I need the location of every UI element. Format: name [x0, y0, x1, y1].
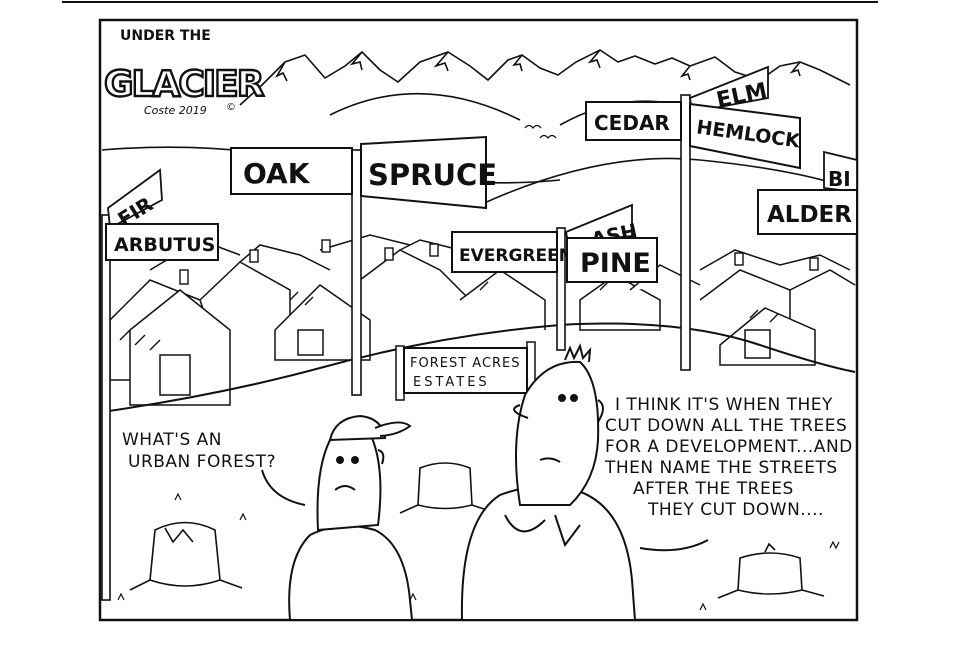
stump-middle — [417, 462, 473, 510]
signpost-left-pole — [101, 214, 111, 601]
stump-right — [737, 552, 803, 595]
signpost-cedar-hemlock-pole — [680, 94, 691, 371]
estate-sign-line1: FOREST ACRES — [410, 356, 521, 371]
sign-pine-text: PINE — [580, 248, 651, 279]
character-right — [460, 343, 637, 621]
sign-alder — [757, 189, 858, 235]
estate-sign-line2: ESTATES — [413, 375, 490, 390]
sign-spruce-text: SPRUCE — [368, 158, 497, 192]
grass-tufts — [117, 492, 840, 611]
dialogue-right-line4: THEN NAME THE STREETS — [604, 458, 838, 478]
tree-stumps — [129, 462, 825, 599]
masthead-title-main: GLACIER — [104, 64, 264, 105]
sign-evergreen-text: EVERGREEN — [459, 246, 573, 266]
sign-evergreen — [451, 231, 558, 273]
sign-cedar-text: CEDAR — [594, 111, 670, 135]
dialogue-right-line2: CUT DOWN ALL THE TREES — [605, 416, 847, 436]
rooftop-details — [119, 239, 819, 351]
birds — [524, 124, 557, 139]
masthead-title-top: UNDER THE — [120, 28, 211, 44]
sign-arbutus-text: ARBUTUS — [114, 234, 215, 256]
sign-hemlock — [689, 102, 801, 170]
sign-pine — [566, 237, 658, 283]
dialogue-right-line6: THEY CUT DOWN.... — [647, 500, 824, 520]
estate-sign: FOREST ACRES ESTATES — [395, 341, 536, 401]
dialogue-right: I THINK IT'S WHEN THEY CUT DOWN ALL THE … — [604, 395, 853, 520]
dialogue-left: WHAT'S AN URBAN FOREST? — [122, 430, 276, 472]
sign-cedar — [585, 101, 682, 141]
dialogue-left-line2: URBAN FOREST? — [128, 452, 276, 472]
dialogue-right-line1: I THINK IT'S WHEN THEY — [615, 395, 833, 415]
sign-arbutus — [105, 223, 219, 261]
speech-tail-left — [261, 469, 306, 506]
speech-tail-right — [639, 539, 709, 552]
sign-oak-text: OAK — [243, 157, 311, 190]
foreground-hill — [101, 322, 856, 413]
signpost-left: FIR ARBUTUS — [101, 168, 219, 601]
character-left — [288, 414, 414, 621]
masthead-logo: UNDER THE GLACIER Coste 2019 © — [103, 28, 267, 117]
signpost-oak-spruce-pole — [351, 149, 362, 396]
sign-birch-text: BI — [828, 167, 851, 191]
masthead-signature: Coste 2019 — [144, 104, 207, 117]
sign-spruce — [360, 135, 487, 210]
signpost-alder: BI ALDER — [757, 150, 858, 235]
hair-tuft — [564, 343, 592, 363]
estate-sign-board — [403, 347, 528, 394]
dialogue-left-line1: WHAT'S AN — [122, 430, 222, 450]
sign-alder-text: ALDER — [767, 202, 852, 228]
village-houses — [109, 234, 856, 406]
sign-oak — [230, 147, 353, 195]
signpost-cedar-hemlock: ELM CEDAR HEMLOCK — [585, 65, 802, 371]
cap-brim — [374, 421, 412, 437]
signpost-evergreen-pine: ASH EVERGREEN PINE — [451, 203, 658, 351]
dialogue-right-line5: AFTER THE TREES — [633, 479, 794, 499]
character-left-head — [316, 431, 382, 532]
sign-fir — [107, 168, 163, 230]
signpost-oak-spruce: OAK SPRUCE — [230, 135, 497, 396]
signpost-evergreen-pine-pole — [556, 227, 566, 351]
dialogue-right-line3: FOR A DEVELOPMENT...AND — [605, 437, 853, 457]
masthead-copyright: © — [226, 102, 236, 113]
